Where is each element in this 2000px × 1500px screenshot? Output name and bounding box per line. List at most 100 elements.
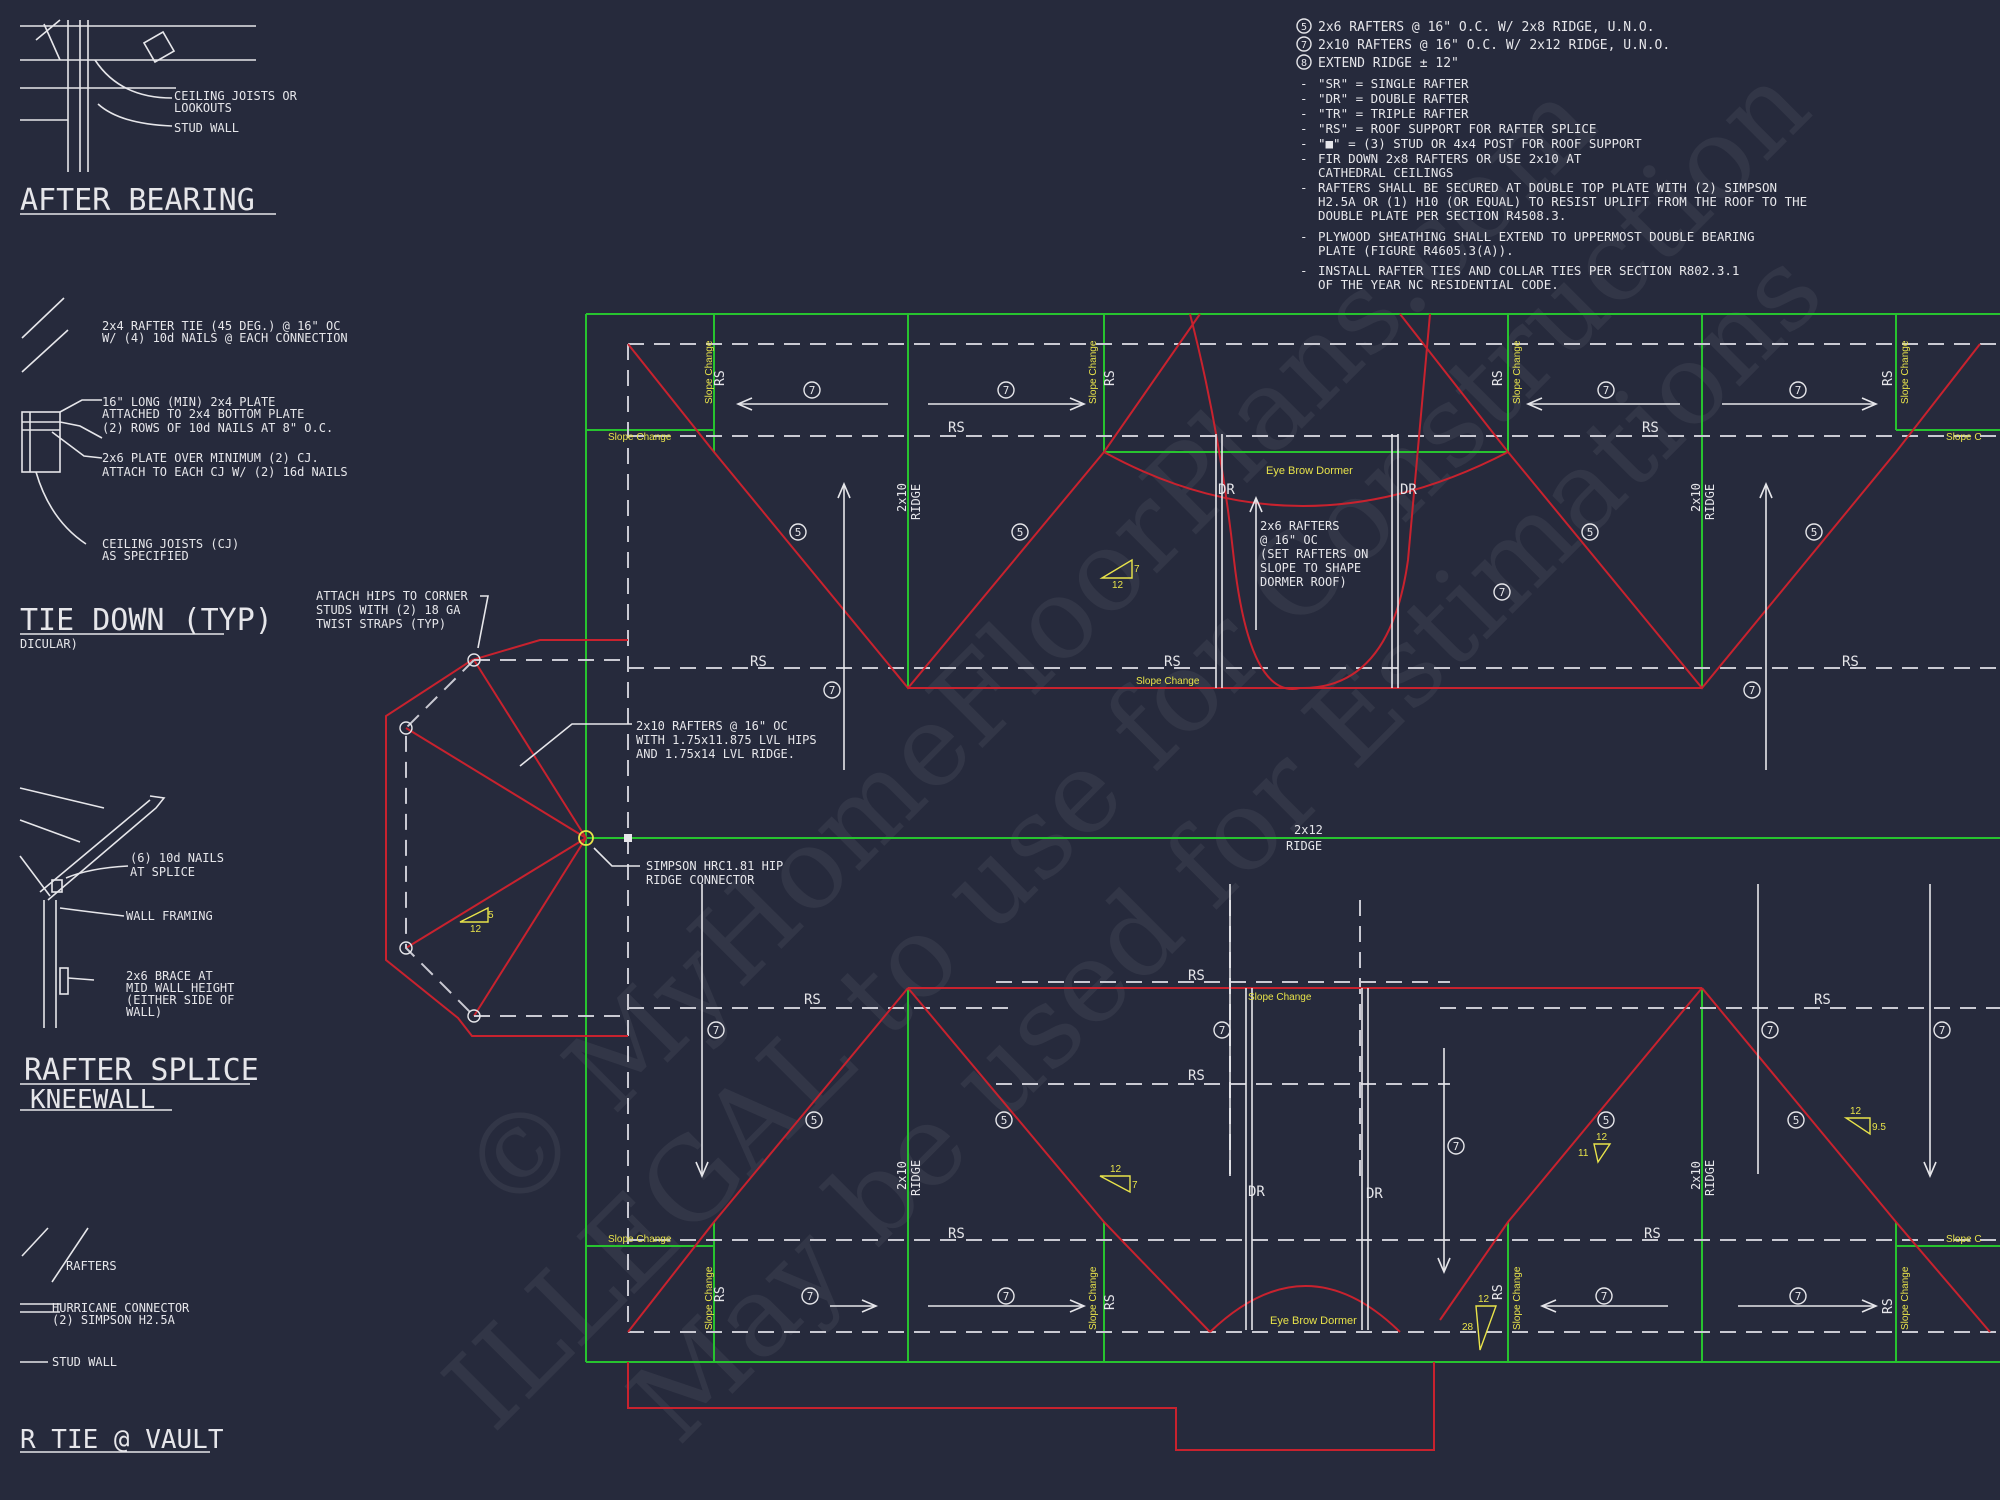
wall-lines [585,313,2000,1363]
note-text: "TR" = TRIPLE RAFTER [1318,106,1469,121]
callout-text: STUDS WITH (2) 18 GA [316,603,461,617]
mark-label: 7 [829,684,836,697]
eyebrow-dormer-label: Eye Brow Dormer [1266,465,1353,477]
mark-label: 7 [1601,1290,1608,1303]
note-text: CATHEDRAL CEILINGS [1318,165,1453,180]
circle-mark-icon [467,1009,481,1023]
circle-mark-icon [789,523,807,541]
plan-path [1861,1299,1879,1313]
mark-label: 5 [1001,1114,1008,1127]
plan-rect [59,967,69,995]
circle-mark-icon [1743,681,1761,699]
circle-mark-icon [707,1021,725,1039]
plan-path [695,1161,709,1179]
slope-change-label: Slope Change [1248,992,1312,1003]
rs-label: RS [1814,992,1831,1008]
mark-label: 7 [1453,1140,1460,1153]
plan-path [1759,481,1773,499]
post-square-icon [624,834,632,842]
slope-change-label: Slope Change [608,1234,672,1245]
slope-run: 12 [470,924,482,935]
mark-label: 5 [1811,526,1818,539]
rafter-marks: 7 7 7 7 5 5 5 5 7 7 7 7 7 7 [707,381,1951,1305]
plan-path [1437,1257,1451,1275]
slope-change-label: Slope Change [1512,1266,1523,1330]
plan-path [1209,1285,1401,1333]
bullet-dash: - [1300,136,1308,151]
rs-label: RS [1491,1284,1506,1300]
slope-rise: 5 [488,910,494,921]
dr-label: DR [1218,482,1235,498]
slope-run: 12 [1110,1164,1122,1175]
rs-label: RS [1642,420,1659,436]
circle-mark-icon [1597,1111,1615,1129]
detail-callout: 2x4 RAFTER TIE (45 DEG.) @ 16" OC [102,319,340,333]
rs-label: RS [1103,370,1118,386]
mark-label: 7 [1795,1290,1802,1303]
plan-path [1539,1299,1557,1313]
rs-label: RS [1188,1068,1205,1084]
mark-label: 7 [809,384,816,397]
circle-mark-icon [1595,1287,1613,1305]
rs-label: RS [713,370,728,386]
detail-callout: (2) SIMPSON H2.5A [52,1313,176,1327]
detail-callout: MID WALL HEIGHT [126,981,234,995]
plan-path [19,855,129,981]
detail-callout: LOOKOUTS [174,101,232,115]
slope-run: 12 [1850,1106,1862,1117]
detail-rafter-splice: (6) 10d NAILS AT SPLICE WALL FRAMING 2x6… [19,787,259,1115]
plan-path [1701,987,1991,1333]
slope-annotations: Slope Change Slope Change Slope Change S… [608,340,1982,1330]
circle-mark-icon [399,941,413,955]
slope-rise: 9.5 [1872,1122,1886,1133]
plan-path [405,659,628,1017]
plan-rect [142,30,176,64]
plan-path [519,723,632,767]
circle-mark-icon [1933,1021,1951,1039]
bullet-dash: - [1300,121,1308,136]
circle-mark-icon [1296,18,1312,34]
slope-rise: 7 [1134,564,1140,575]
detail-callout: (2) ROWS OF 10d NAILS AT 8" O.C. [102,421,333,435]
callout-text: DORMER ROOF) [1260,575,1347,589]
detail-callout: RAFTERS [66,1259,117,1273]
plan-path [627,1362,1435,1451]
plan-path [837,481,851,499]
plan-path [627,987,909,1333]
circle-mark-icon [1447,1137,1465,1155]
callout-text: WITH 1.75x11.875 LVL HIPS [636,733,817,747]
callout-text: RIDGE CONNECTOR [646,873,755,887]
circle-mark-icon [1789,1287,1807,1305]
circle-mark-icon [1597,381,1615,399]
detail-subtitle: DICULAR) [20,637,78,651]
bullet-dash: - [1300,180,1308,195]
ridge-size-label: 2x10 [1689,483,1703,512]
plan-path [1249,495,1263,513]
roof-plan: 7 7 7 7 5 5 5 5 7 7 7 7 7 7 [316,313,2000,1451]
callout-text: (SET RAFTERS ON [1260,547,1368,561]
slope-change-label: Slope Change [1512,340,1523,404]
slope-rise: 28 [1462,1322,1474,1333]
note-text: "■" = (3) STUD OR 4x4 POST FOR ROOF SUPP… [1318,136,1642,151]
detail-callout: 2x6 PLATE OVER MINIMUM (2) CJ. [102,451,319,465]
slope-change-label: Slope Change [1136,676,1200,687]
callout-text: 2x6 RAFTERS [1260,519,1339,533]
hip-connector-icon [578,830,594,846]
bullet-dash: - [1300,263,1308,278]
plan-path [35,399,103,545]
rs-label: RS [948,1226,965,1242]
plan-path [385,639,628,1037]
callout-text: 2x10 RAFTERS @ 16" OC [636,719,788,733]
circle-mark-icon [1493,583,1511,601]
mark-label: 5 [811,1114,818,1127]
bullet-dash: - [1300,229,1308,244]
note-numbered-item: 8 EXTEND RIDGE ± 12" [1296,54,1459,71]
dr-label: DR [1400,482,1417,498]
ridge-label: RIDGE [1703,484,1717,520]
note-text: EXTEND RIDGE ± 12" [1318,56,1459,71]
circle-mark-icon [467,653,481,667]
detail-title: TIE DOWN (TYP) [20,603,273,638]
circle-mark-icon [1761,1021,1779,1039]
note-text: OF THE YEAR NC RESIDENTIAL CODE. [1318,277,1559,292]
circle-mark-icon [1581,523,1599,541]
